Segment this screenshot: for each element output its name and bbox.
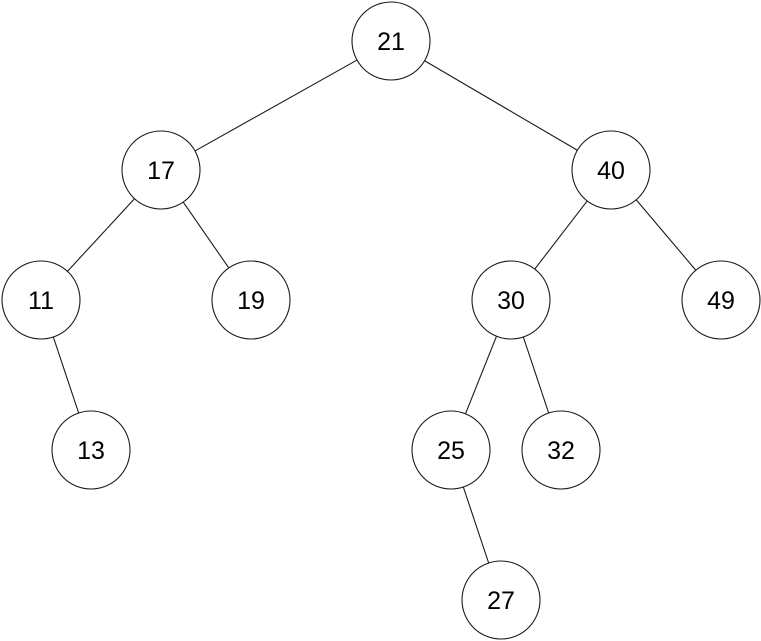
tree-edge-30-25 — [464, 336, 498, 414]
node-label-49: 49 — [707, 287, 735, 315]
tree-edge-21-40 — [424, 60, 578, 151]
tree-node-25[interactable]: 25 — [411, 410, 491, 490]
tree-edge-17-19 — [182, 201, 230, 269]
tree-edge-30-32 — [522, 336, 550, 414]
tree-edge-11-13 — [52, 336, 80, 414]
tree-edge-25-27 — [462, 486, 490, 564]
tree-node-21[interactable]: 21 — [351, 1, 431, 81]
tree-node-30[interactable]: 30 — [471, 260, 551, 340]
node-label-17: 17 — [147, 157, 175, 185]
tree-edge-21-17 — [194, 59, 358, 152]
tree-node-27[interactable]: 27 — [461, 560, 541, 640]
node-label-27: 27 — [487, 587, 515, 615]
tree-node-13[interactable]: 13 — [51, 410, 131, 490]
node-circle-21 — [351, 1, 431, 81]
tree-edge-40-30 — [534, 200, 588, 270]
node-label-30: 30 — [497, 287, 525, 315]
node-circle-27 — [461, 560, 541, 640]
node-circle-13 — [51, 410, 131, 490]
node-circle-32 — [521, 410, 601, 490]
node-label-13: 13 — [77, 437, 105, 465]
node-label-32: 32 — [547, 437, 575, 465]
tree-node-11[interactable]: 11 — [1, 260, 81, 340]
node-label-21: 21 — [377, 28, 405, 56]
node-circle-40 — [571, 130, 651, 210]
node-circle-19 — [211, 260, 291, 340]
node-label-19: 19 — [237, 287, 265, 315]
tree-node-32[interactable]: 32 — [521, 410, 601, 490]
tree-node-40[interactable]: 40 — [571, 130, 651, 210]
node-circle-17 — [121, 130, 201, 210]
tree-node-49[interactable]: 49 — [681, 260, 761, 340]
node-circle-25 — [411, 410, 491, 490]
node-label-11: 11 — [28, 287, 54, 315]
node-circle-30 — [471, 260, 551, 340]
tree-node-17[interactable]: 17 — [121, 130, 201, 210]
node-circle-49 — [681, 260, 761, 340]
tree-node-19[interactable]: 19 — [211, 260, 291, 340]
tree-edge-40-49 — [635, 199, 697, 271]
node-label-40: 40 — [597, 157, 625, 185]
edge-layer — [52, 59, 697, 564]
tree-edge-17-11 — [67, 198, 135, 272]
node-label-25: 25 — [437, 437, 465, 465]
node-circle-11 — [1, 260, 81, 340]
